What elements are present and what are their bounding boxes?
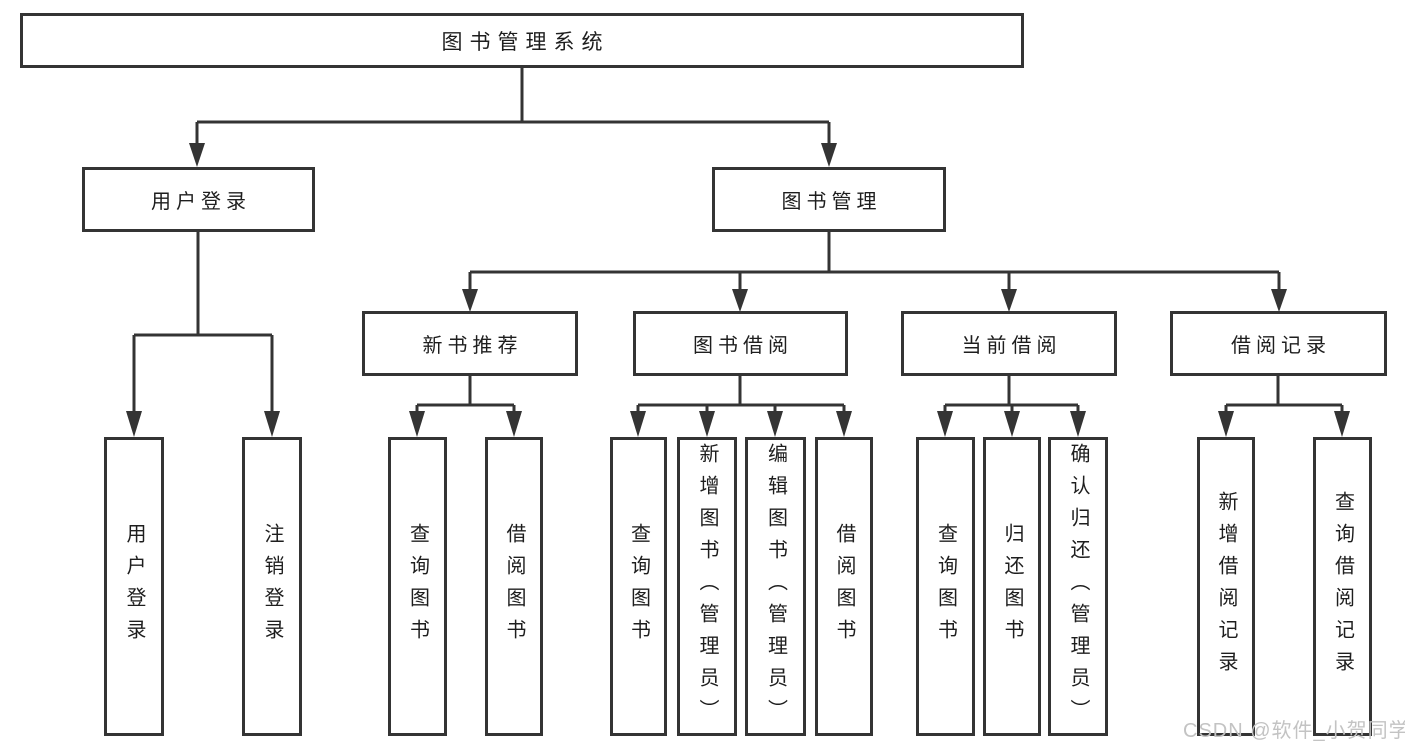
- arrowhead-down: [1070, 411, 1086, 437]
- leaf-query-borrow-record: 查询借阅记录: [1313, 437, 1372, 736]
- leaf-user-login: 用户登录: [104, 437, 164, 736]
- arrowhead-down: [630, 411, 646, 437]
- leaf-label: 查询借阅记录: [1331, 490, 1354, 683]
- leaf-label: 归还图书: [1001, 522, 1023, 651]
- node-current-borrow: 当前借阅: [901, 311, 1117, 376]
- leaf-label: 查询图书: [934, 522, 957, 651]
- node-borrow-records: 借阅记录: [1170, 311, 1387, 376]
- arrowhead-down: [1001, 289, 1017, 312]
- node-label: 新书推荐: [422, 335, 523, 357]
- arrowhead-down: [264, 411, 280, 437]
- arrowhead-down: [126, 411, 142, 437]
- leaf-label: 注销登录: [261, 522, 283, 651]
- leaf-borrow-add-book-admin: 新增图书（管理员）: [677, 437, 737, 736]
- arrowhead-down: [1004, 411, 1020, 437]
- arrowhead-down: [506, 411, 522, 437]
- arrowhead-down: [462, 289, 478, 312]
- leaf-label: 新增图书（管理员）: [696, 442, 718, 731]
- connector-records-to-children: [1218, 376, 1350, 437]
- connector-current-to-children: [937, 376, 1086, 437]
- leaf-current-confirm-return-admin: 确认归还（管理员）: [1048, 437, 1108, 736]
- connector-borrow-to-children: [630, 376, 852, 437]
- arrowhead-down: [732, 289, 748, 312]
- leaf-label: 编辑图书（管理员）: [764, 442, 787, 731]
- leaf-current-return-book: 归还图书: [983, 437, 1041, 736]
- leaf-label: 查询图书: [406, 522, 429, 651]
- leaf-label: 查询图书: [627, 522, 650, 651]
- leaf-logout: 注销登录: [242, 437, 302, 736]
- leaf-borrow-borrow-book: 借阅图书: [815, 437, 873, 736]
- leaf-recommend-borrow-book: 借阅图书: [485, 437, 543, 736]
- node-label: 用户登录: [151, 191, 251, 213]
- arrowhead-down: [699, 411, 715, 437]
- node-label: 图书借阅: [693, 335, 793, 357]
- watermark: CSDN @软件_小贺同学: [1183, 720, 1405, 742]
- connector-login-to-children: [126, 232, 280, 437]
- node-book-management-module: 图书管理: [712, 167, 946, 232]
- node-library-system-root: 图书管理系统: [20, 13, 1024, 68]
- leaf-add-borrow-record: 新增借阅记录: [1197, 437, 1255, 736]
- leaf-label: 用户登录: [123, 522, 145, 651]
- connector-root-to-level2: [189, 68, 837, 167]
- leaf-recommend-query-book: 查询图书: [388, 437, 447, 736]
- arrowhead-down: [937, 411, 953, 437]
- node-user-login-module: 用户登录: [82, 167, 315, 232]
- arrowhead-down: [767, 411, 783, 437]
- leaf-label: 借阅图书: [833, 522, 855, 651]
- leaf-current-query-book: 查询图书: [916, 437, 975, 736]
- leaf-label: 确认归还（管理员）: [1067, 442, 1089, 731]
- arrowhead-down: [1218, 411, 1234, 437]
- arrowhead-down: [1271, 289, 1287, 312]
- leaf-label: 借阅图书: [503, 522, 525, 651]
- connector-recommend-to-children: [409, 376, 522, 437]
- node-label: 图书管理系统: [441, 30, 610, 54]
- node-label: 借阅记录: [1231, 335, 1331, 357]
- arrowhead-down: [836, 411, 852, 437]
- node-label: 图书管理: [781, 191, 882, 213]
- node-label: 当前借阅: [961, 335, 1062, 357]
- arrowhead-down: [409, 411, 425, 437]
- leaf-borrow-edit-book-admin: 编辑图书（管理员）: [745, 437, 806, 736]
- arrowhead-down: [1334, 411, 1350, 437]
- node-new-book-recommend: 新书推荐: [362, 311, 578, 376]
- node-book-borrow: 图书借阅: [633, 311, 848, 376]
- leaf-borrow-query-book: 查询图书: [610, 437, 667, 736]
- leaf-label: 新增借阅记录: [1215, 490, 1237, 683]
- arrowhead-down: [189, 143, 205, 167]
- connector-manage-to-level3: [462, 232, 1287, 312]
- arrowhead-down: [821, 143, 837, 167]
